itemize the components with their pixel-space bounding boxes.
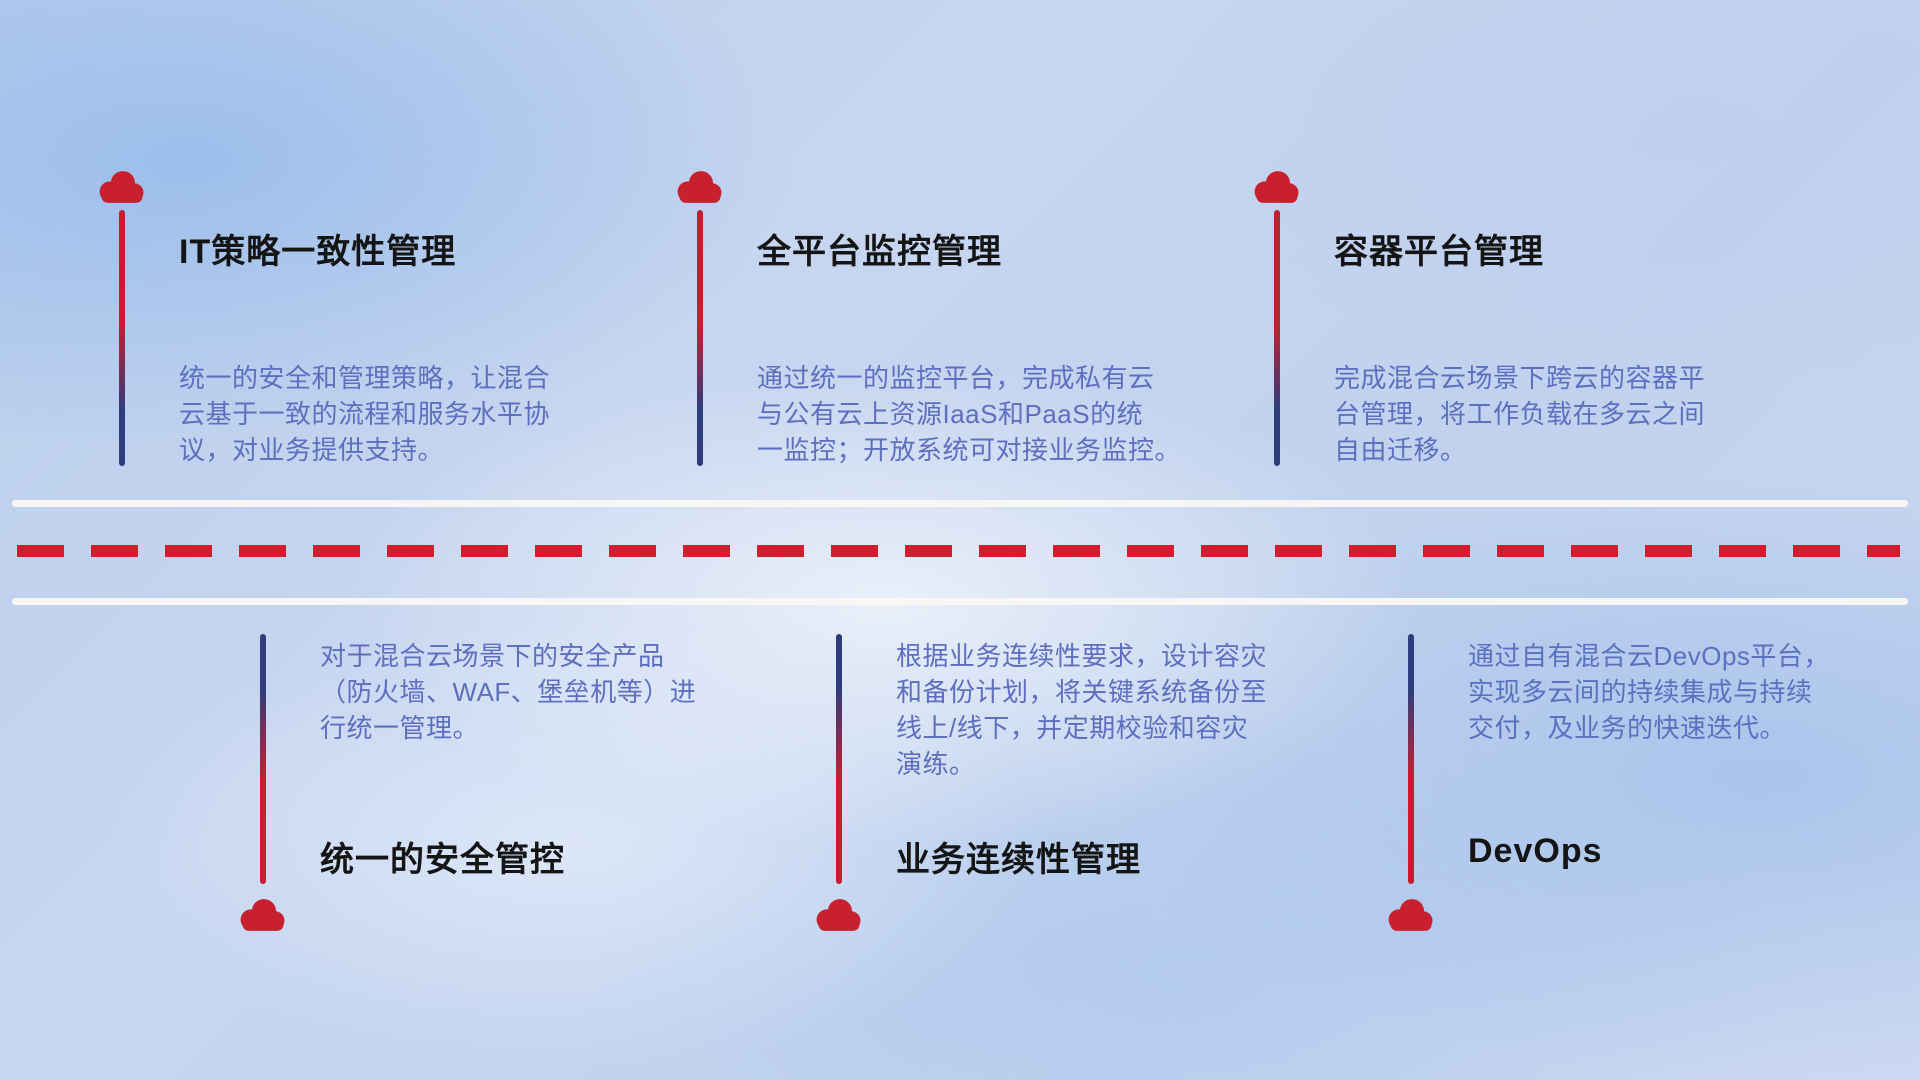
item-description: 根据业务连续性要求，设计容灾 和备份计划，将关键系统备份至 线上/线下，并定期校… [896, 641, 1268, 779]
item-description: 统一的安全和管理策略，让混合 云基于一致的流程和服务水平协 议，对业务提供支持。 [179, 363, 551, 465]
item-title: 容器平台管理 [1334, 233, 1544, 271]
connector-line [119, 210, 125, 466]
center-dashed-line [17, 545, 1900, 557]
item-description: 对于混合云场景下的安全产品 （防火墙、WAF、堡垒机等）进 行统一管理。 [320, 641, 697, 743]
cloud-icon [677, 171, 722, 203]
connector-line [697, 210, 703, 466]
item-description: 通过自有混合云DevOps平台， 实现多云间的持续集成与持续 交付，及业务的快速… [1468, 641, 1830, 743]
connector-line [1408, 634, 1414, 884]
cloud-icon [99, 171, 144, 203]
item-title: 全平台监控管理 [757, 233, 1002, 271]
connector-line [1274, 210, 1280, 466]
item-title: 统一的安全管控 [320, 841, 565, 879]
cloud-icon [1388, 899, 1433, 931]
cloud-icon [240, 899, 285, 931]
road-bottom-line [12, 598, 1908, 605]
cloud-icon [816, 899, 861, 931]
road-top-line [12, 500, 1908, 507]
item-title: 业务连续性管理 [896, 841, 1141, 879]
connector-line [836, 634, 842, 884]
cloud-icon [1254, 171, 1299, 203]
item-description: 完成混合云场景下跨云的容器平 台管理，将工作负载在多云之间 自由迁移。 [1334, 363, 1706, 465]
connector-line [260, 634, 266, 884]
item-title: IT策略一致性管理 [179, 233, 457, 271]
item-description: 通过统一的监控平台，完成私有云 与公有云上资源IaaS和PaaS的统 一监控；开… [757, 363, 1182, 465]
item-title: DevOps [1468, 832, 1603, 870]
